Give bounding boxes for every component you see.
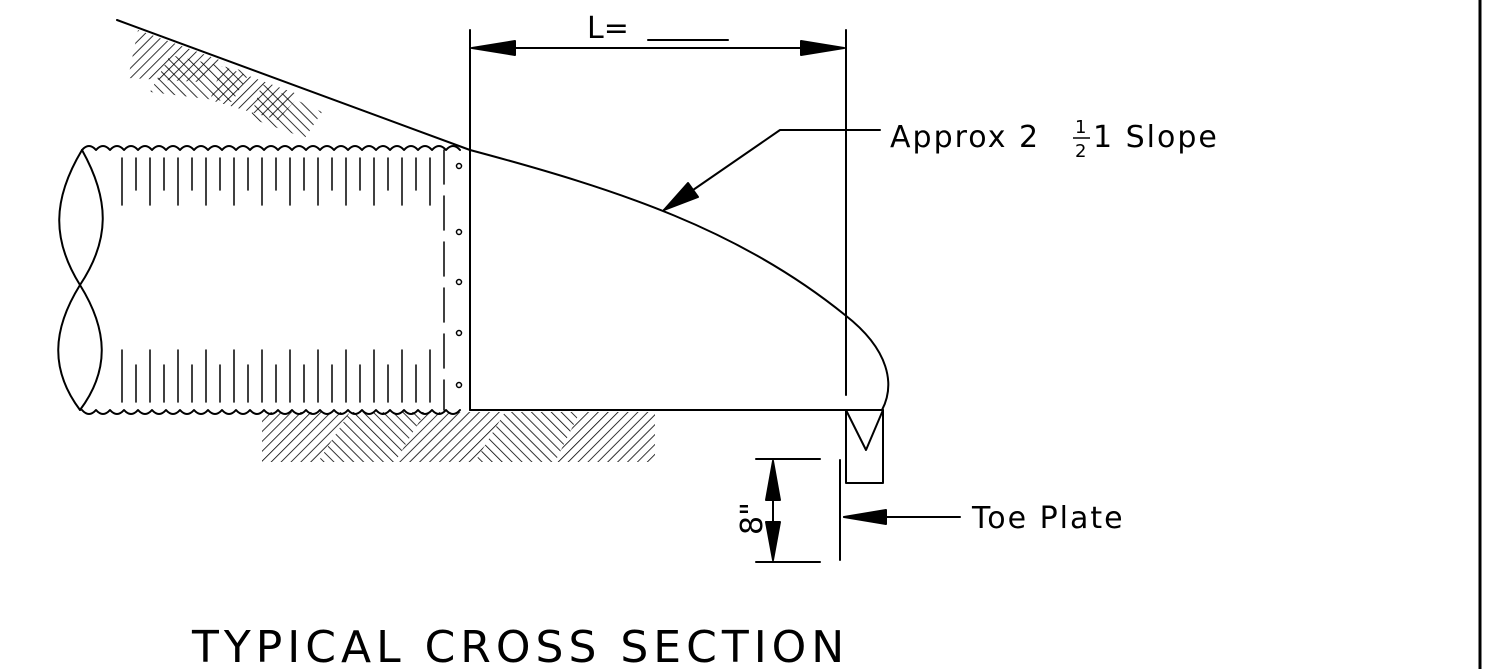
earth-hatching-bottom — [262, 412, 655, 462]
slope-label-prefix: Approx 2 — [890, 120, 1040, 155]
toe-depth-label: 8" — [735, 502, 770, 535]
bolt-hole — [455, 381, 463, 389]
slope-label-suffix: 1 Slope — [1093, 120, 1219, 155]
drawing-title: TYPICAL CROSS SECTION — [191, 622, 849, 669]
bolt-hole — [455, 278, 463, 286]
toe-plate-leader — [843, 509, 961, 525]
slope-fraction-den: 2 — [1075, 141, 1086, 162]
earth-hatching-top — [128, 30, 322, 138]
length-label: L= — [587, 11, 629, 46]
slope-fraction-num: 1 — [1075, 117, 1086, 138]
toe-plate — [845, 409, 884, 484]
toe-plate-label: Toe Plate — [971, 501, 1125, 536]
bolt-hole — [455, 162, 463, 170]
bolt-hole — [455, 228, 463, 236]
bolt-hole — [455, 329, 463, 337]
slope-leader — [663, 129, 881, 211]
ground-line — [116, 19, 471, 151]
end-section — [469, 149, 890, 411]
corrugated-pipe — [57, 145, 463, 415]
length-dimension — [469, 29, 847, 396]
depth-dimension — [755, 458, 841, 563]
